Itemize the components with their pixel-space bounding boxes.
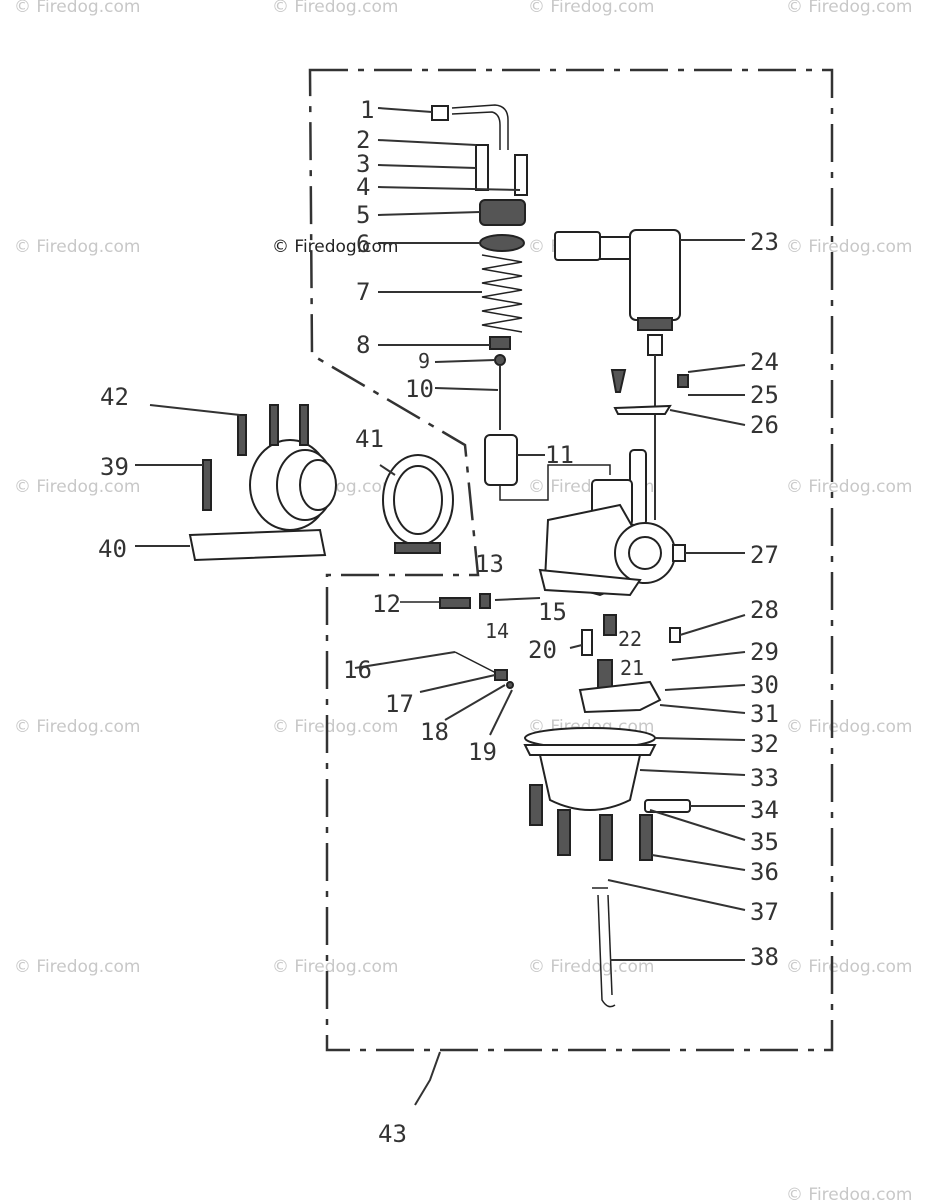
assembly-boundary xyxy=(308,68,834,1052)
callout-3: 3 xyxy=(356,150,370,178)
callout-43: 43 xyxy=(378,1120,407,1148)
callout-10: 10 xyxy=(405,375,434,403)
callout-19: 19 xyxy=(468,738,497,766)
watermark: © Firedog.com xyxy=(786,1185,912,1200)
callout-41: 41 xyxy=(355,425,384,453)
leader-lines xyxy=(135,107,746,961)
callout-8: 8 xyxy=(356,331,370,359)
watermark: © Firedog.com xyxy=(14,237,140,257)
carburetor-body xyxy=(499,449,686,691)
callout-9: 9 xyxy=(418,349,430,373)
watermark: © Firedog.com xyxy=(14,0,140,17)
auto-choke xyxy=(554,229,689,520)
watermark: © Firedog.com xyxy=(272,957,398,977)
watermark: © Firedog.com xyxy=(14,957,140,977)
watermark: © Firedog.com xyxy=(786,477,912,497)
top-cap-assembly xyxy=(431,104,528,252)
callout-16: 16 xyxy=(343,656,372,684)
callout-12: 12 xyxy=(372,590,401,618)
callout-30: 30 xyxy=(750,671,779,699)
watermark: © Firedog.com xyxy=(272,237,398,257)
watermark: © Firedog.com xyxy=(786,957,912,977)
callout-22: 22 xyxy=(618,627,642,651)
watermark: © Firedog.com xyxy=(786,0,912,17)
callout-21: 21 xyxy=(620,656,644,680)
callout-2: 2 xyxy=(356,126,370,154)
callout-26: 26 xyxy=(750,411,779,439)
watermark: © Firedog.com xyxy=(786,717,912,737)
throttle-slide xyxy=(484,434,518,486)
watermark: © Firedog.com xyxy=(528,957,654,977)
callout-6: 6 xyxy=(356,230,370,258)
watermark: © Firedog.com xyxy=(528,0,654,17)
watermark: © Firedog.com xyxy=(14,717,140,737)
callout-24: 24 xyxy=(750,348,779,376)
callout-36: 36 xyxy=(750,858,779,886)
callout-35: 35 xyxy=(750,828,779,856)
callout-40: 40 xyxy=(98,535,127,563)
callout-20: 20 xyxy=(528,636,557,664)
callout-18: 18 xyxy=(420,718,449,746)
intake-clamp xyxy=(382,454,454,554)
intake-manifold xyxy=(188,404,337,562)
callout-31: 31 xyxy=(750,700,779,728)
watermark: © Firedog.com xyxy=(14,477,140,497)
watermark: © Firedog.com xyxy=(272,717,398,737)
callout-25: 25 xyxy=(750,381,779,409)
callout-28: 28 xyxy=(750,596,779,624)
callout-5: 5 xyxy=(356,201,370,229)
callout-14: 14 xyxy=(485,619,509,643)
callout-33: 33 xyxy=(750,764,779,792)
callout-17: 17 xyxy=(385,690,414,718)
callout-27: 27 xyxy=(750,541,779,569)
callout-11: 11 xyxy=(545,441,574,469)
callout-37: 37 xyxy=(750,898,779,926)
callout-42: 42 xyxy=(100,383,129,411)
callout-32: 32 xyxy=(750,730,779,758)
callout-39: 39 xyxy=(100,453,129,481)
callout-1: 1 xyxy=(360,96,374,124)
callout-15: 15 xyxy=(538,598,567,626)
jets-and-screws xyxy=(400,593,514,689)
needle-spring xyxy=(481,254,523,430)
callout-7: 7 xyxy=(356,278,370,306)
watermark: © Firedog.com xyxy=(272,0,398,17)
watermark: © Firedog.com xyxy=(786,237,912,257)
callout-13: 13 xyxy=(475,550,504,578)
callout-4: 4 xyxy=(356,173,370,201)
float-bowl-assembly xyxy=(523,627,691,1008)
leader-43 xyxy=(414,1051,441,1106)
callout-34: 34 xyxy=(750,796,779,824)
callout-labels: 1 2 3 4 5 6 7 8 9 10 11 12 13 14 15 16 1… xyxy=(98,96,779,1148)
callout-38: 38 xyxy=(750,943,779,971)
callout-23: 23 xyxy=(750,228,779,256)
callout-29: 29 xyxy=(750,638,779,666)
